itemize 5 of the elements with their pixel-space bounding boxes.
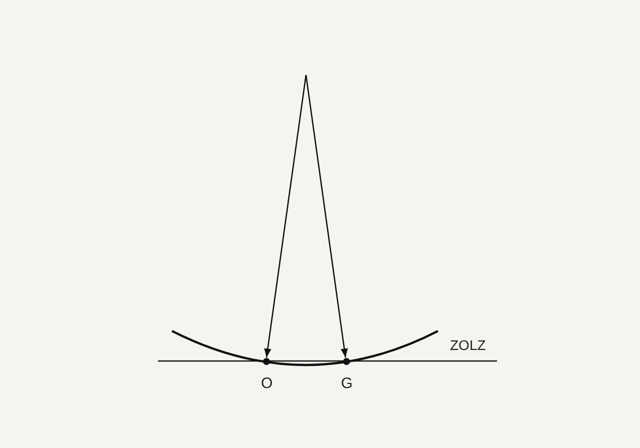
plane-label: ZOLZ bbox=[450, 338, 486, 352]
arrow bbox=[305, 74, 348, 358]
point-label: G bbox=[341, 376, 353, 391]
arrow bbox=[264, 74, 307, 358]
point-label: O bbox=[261, 376, 273, 391]
